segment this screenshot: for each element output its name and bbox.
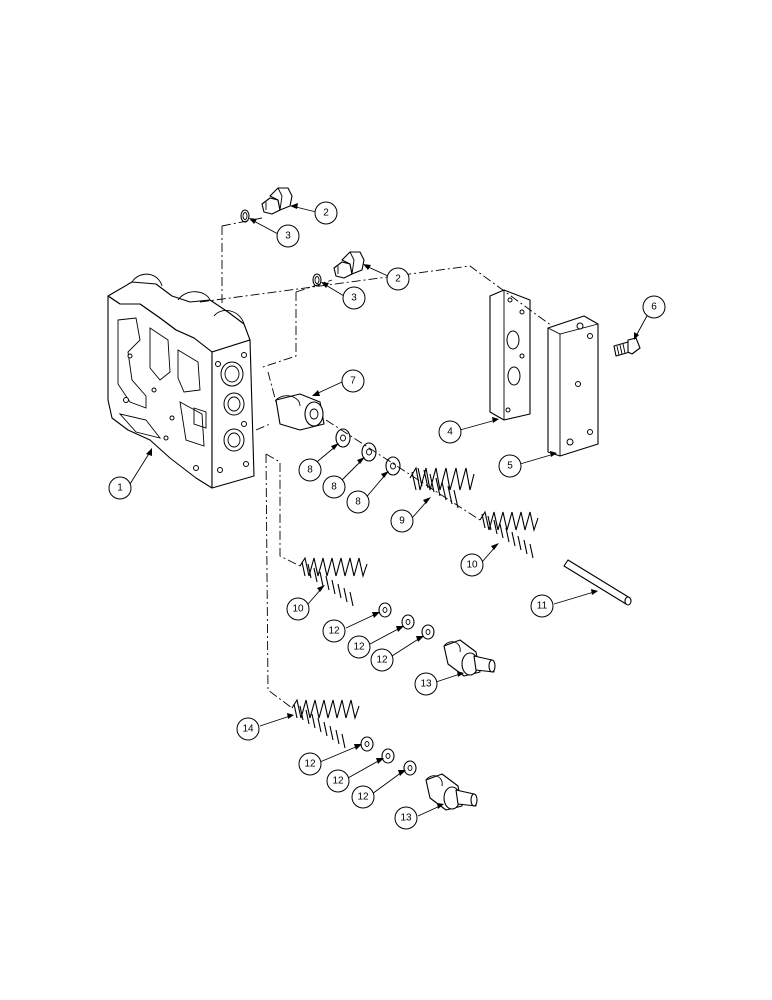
washer-part-12d — [360, 736, 374, 752]
spring-part-10-left — [299, 556, 368, 607]
callout-label: 10 — [292, 604, 304, 615]
callout-3-lower: 3 — [342, 286, 366, 310]
callout-label: 8 — [355, 497, 361, 508]
callout-label: 13 — [420, 679, 432, 690]
washer-part-8c — [385, 456, 401, 476]
bolt-part — [613, 337, 641, 357]
callout-12f: 12 — [351, 785, 375, 809]
callout-label: 1 — [117, 483, 123, 494]
o-ring-part-lower — [312, 273, 322, 287]
callout-label: 2 — [323, 208, 329, 219]
callout-label: 4 — [447, 427, 453, 438]
callout-4: 4 — [438, 420, 462, 444]
callout-label: 3 — [351, 293, 357, 304]
callout-12b: 12 — [347, 635, 371, 659]
callout-10-right: 10 — [460, 553, 484, 577]
washer-part-12c — [421, 624, 435, 640]
washer-part-12e — [381, 748, 395, 764]
callout-label: 5 — [507, 461, 513, 472]
valve-body-part — [107, 273, 255, 489]
piston-part-lower — [425, 773, 478, 811]
callout-label: 9 — [399, 516, 405, 527]
callout-label: 12 — [328, 626, 340, 637]
callout-label: 12 — [353, 642, 365, 653]
washer-part-8b — [361, 442, 377, 462]
callout-label: 13 — [400, 813, 412, 824]
callout-1: 1 — [108, 476, 132, 500]
plug-part-upper — [261, 187, 293, 215]
washer-part-12a — [378, 602, 392, 618]
plug-part-lower — [333, 251, 365, 279]
callout-13-lower: 13 — [394, 806, 418, 830]
spring-part-10-right — [479, 510, 539, 559]
washer-part-12b — [401, 614, 415, 630]
cover-plate-part — [547, 315, 599, 457]
callout-label: 8 — [307, 465, 313, 476]
callout-12e: 12 — [326, 769, 350, 793]
callout-5: 5 — [498, 454, 522, 478]
piston-part-upper — [443, 639, 496, 677]
callout-label: 12 — [304, 759, 316, 770]
callout-label: 12 — [376, 655, 388, 666]
callout-label: 10 — [466, 560, 478, 571]
washer-part-8a — [335, 428, 351, 448]
callout-label: 7 — [350, 376, 356, 387]
callout-8c: 8 — [346, 490, 370, 514]
callout-label: 14 — [242, 724, 254, 735]
leader-lines — [129, 203, 649, 817]
callout-3-upper: 3 — [276, 224, 300, 248]
callout-11: 11 — [530, 594, 554, 618]
callout-label: 6 — [651, 302, 657, 313]
callout-10-left: 10 — [286, 597, 310, 621]
callout-12d: 12 — [298, 752, 322, 776]
spring-part-14 — [291, 698, 360, 749]
callout-12a: 12 — [322, 619, 346, 643]
callout-13-upper: 13 — [414, 672, 438, 696]
callout-label: 12 — [357, 792, 369, 803]
callout-9: 9 — [390, 509, 414, 533]
callout-8b: 8 — [322, 475, 346, 499]
callout-2-upper: 2 — [314, 201, 338, 225]
callout-label: 12 — [332, 776, 344, 787]
callout-label: 2 — [395, 274, 401, 285]
o-ring-part-upper — [240, 209, 250, 223]
callout-7: 7 — [341, 369, 365, 393]
callout-label: 8 — [331, 482, 337, 493]
spring-part-9 — [409, 466, 475, 509]
assembly-centerlines — [199, 217, 553, 709]
callout-12c: 12 — [370, 648, 394, 672]
callout-6: 6 — [642, 295, 666, 319]
washer-part-12f — [403, 760, 417, 776]
callout-label: 11 — [537, 601, 548, 612]
callout-8a: 8 — [298, 458, 322, 482]
callout-14: 14 — [236, 717, 260, 741]
pin-part — [563, 559, 632, 606]
callout-2-lower: 2 — [386, 267, 410, 291]
sleeve-part — [275, 393, 325, 431]
gasket-part — [489, 289, 531, 421]
callout-label: 3 — [285, 231, 291, 242]
